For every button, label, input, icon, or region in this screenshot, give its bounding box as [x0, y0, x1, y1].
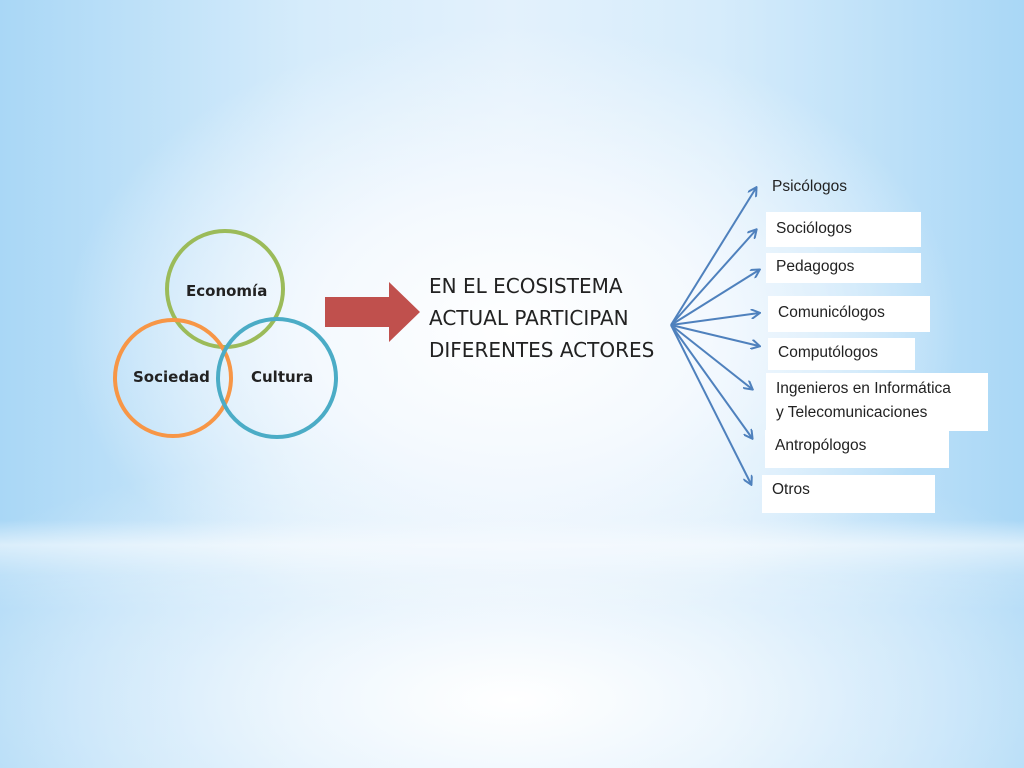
venn-label-sociedad: Sociedad	[133, 368, 210, 386]
actor-box-comunicologos: Comunicólogos	[768, 296, 930, 332]
actor-box-antropologos: Antropólogos	[765, 430, 949, 468]
actor-box-pedagogos: Pedagogos	[766, 253, 921, 283]
actor-box-ingenieros: Ingenieros en Informática y Telecomunica…	[766, 373, 988, 431]
connector-arrow-5	[670, 324, 759, 346]
connector-arrow-6	[670, 324, 752, 389]
connector-arrow-3	[670, 270, 759, 326]
headline-text: EN EL ECOSISTEMA ACTUAL PARTICIPAN DIFER…	[429, 270, 669, 366]
right-arrow-shape	[325, 282, 420, 342]
actor-box-sociologos: Sociólogos	[766, 212, 921, 247]
headline-line-2: ACTUAL PARTICIPAN	[429, 306, 629, 330]
connector-arrow-7	[670, 324, 752, 438]
actor-line-ingenieros-2: y Telecomunicaciones	[776, 404, 928, 421]
headline-line-3: DIFERENTES ACTORES	[429, 338, 655, 362]
connector-arrow-4	[670, 313, 759, 326]
actor-box-computologos: Computólogos	[768, 338, 915, 370]
headline-line-1: EN EL ECOSISTEMA	[429, 274, 623, 298]
connector-lines	[670, 188, 759, 484]
venn-label-cultura: Cultura	[251, 368, 314, 386]
venn-circle-sociedad	[113, 318, 233, 438]
venn-label-economia: Economía	[186, 282, 268, 300]
actor-box-otros: Otros	[762, 475, 935, 513]
connector-arrow-1	[670, 188, 756, 326]
connector-arrow-2	[670, 230, 756, 326]
connector-arrow-8	[670, 324, 751, 484]
venn-circle-cultura	[216, 317, 338, 439]
actor-box-psicologos: Psicólogos	[772, 178, 847, 195]
actor-line-ingenieros-1: Ingenieros en Informática	[776, 380, 951, 397]
